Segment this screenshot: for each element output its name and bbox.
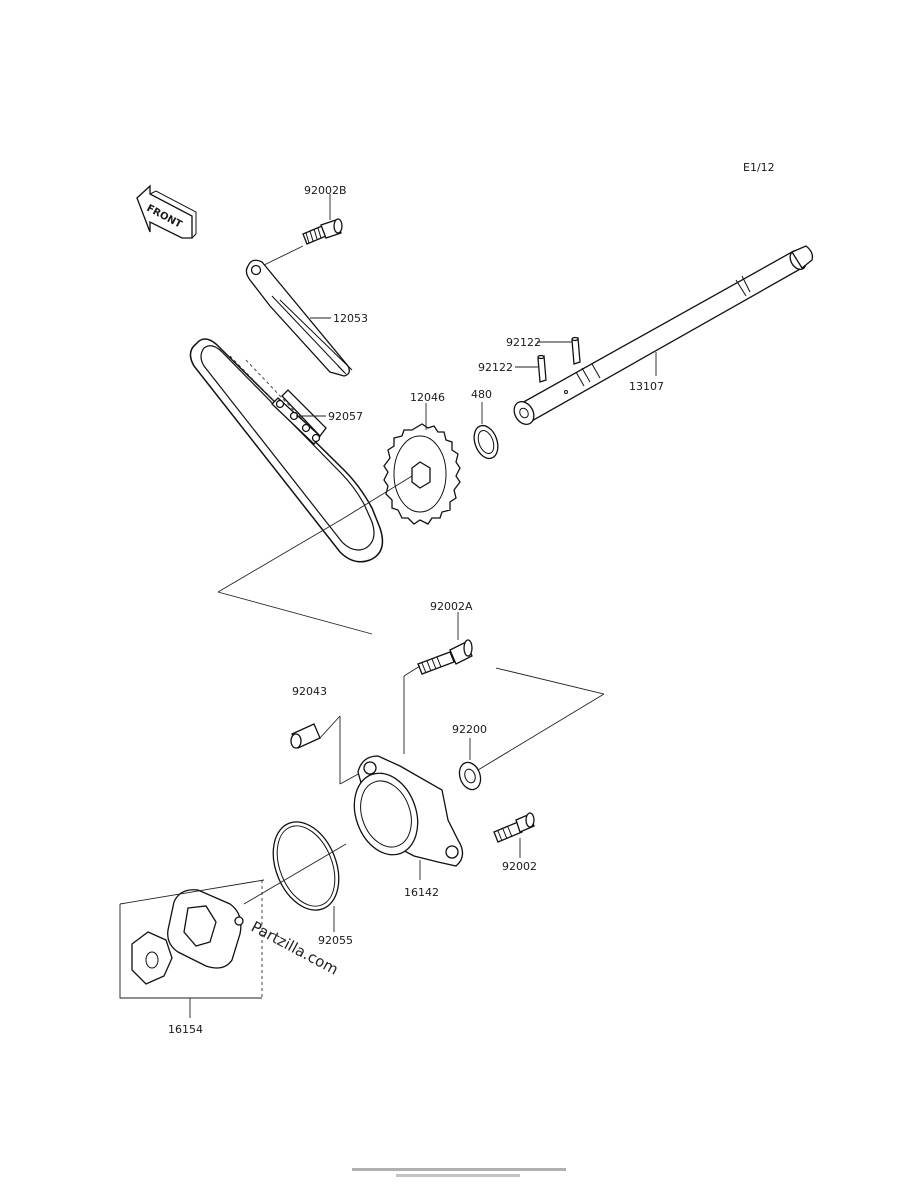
label-92043: 92043	[292, 685, 327, 698]
footer-fine-print	[352, 1168, 566, 1177]
pin-92122-upper	[571, 336, 581, 365]
front-arrow-icon: FRONT	[136, 184, 197, 239]
label-92122-upper: 92122	[506, 336, 541, 349]
label-12046: 12046	[410, 391, 445, 404]
label-92002B: 92002B	[304, 184, 347, 197]
label-16142: 16142	[404, 886, 439, 899]
sprocket-12046	[383, 423, 461, 525]
o-ring-92055	[272, 821, 340, 911]
pump-housing-16142	[353, 755, 464, 867]
bolt-92002B	[302, 218, 343, 245]
shaft-13107	[513, 245, 814, 425]
label-92002A: 92002A	[430, 600, 473, 613]
dowel-92043	[290, 723, 321, 749]
label-92122-lower: 92122	[478, 361, 513, 374]
chain-joint-92057	[271, 389, 327, 445]
label-92200: 92200	[452, 723, 487, 736]
label-16154: 16154	[168, 1023, 203, 1036]
drive-chain	[189, 338, 384, 563]
washer-92200	[458, 761, 482, 791]
label-92002: 92002	[502, 860, 537, 873]
label-480: 480	[471, 388, 492, 401]
label-13107: 13107	[629, 380, 664, 393]
circlip-480	[473, 424, 499, 460]
chain-guide-12053	[245, 259, 353, 377]
pin-92122-lower	[537, 354, 547, 383]
bolt-92002	[493, 812, 535, 843]
page-code: E1/12	[743, 161, 775, 174]
rotor-set-16154	[131, 889, 244, 985]
bolt-92002A	[417, 639, 473, 675]
label-92055: 92055	[318, 934, 353, 947]
label-92057: 92057	[328, 410, 363, 423]
label-12053: 12053	[333, 312, 368, 325]
